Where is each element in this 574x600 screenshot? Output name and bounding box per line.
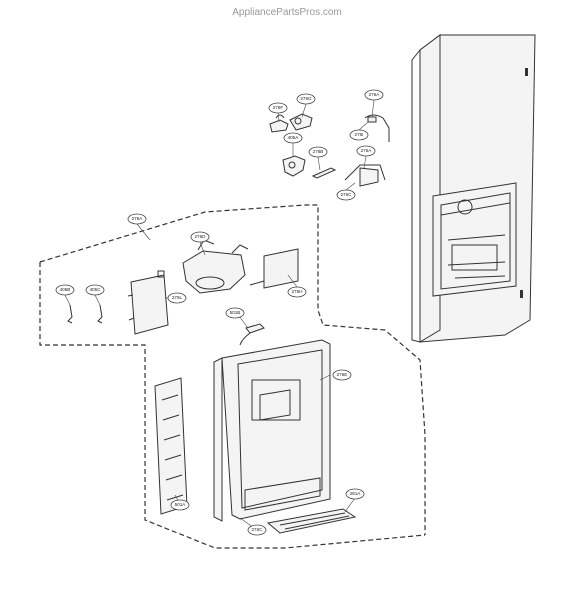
label-276G: 276G	[296, 93, 316, 105]
svg-text:501B: 501B	[230, 310, 241, 315]
part-276G	[289, 113, 313, 131]
svg-text:276F: 276F	[273, 105, 284, 110]
svg-text:276C: 276C	[252, 527, 264, 532]
label-281A: 281A	[345, 488, 365, 500]
label-501A: 501A	[170, 499, 190, 511]
part-276E-housing	[213, 339, 331, 522]
label-276C-bottom: 276C	[247, 524, 267, 536]
part-281A-drip-tray	[266, 508, 357, 534]
svg-text:276H: 276H	[292, 289, 303, 294]
svg-text:276A: 276A	[132, 216, 144, 221]
label-276L: 276L	[167, 292, 187, 304]
label-405C: 405C	[85, 284, 105, 296]
label-276C: 276C	[336, 189, 356, 201]
svg-text:276D: 276D	[195, 234, 207, 239]
svg-text:276G: 276G	[300, 96, 312, 101]
label-276B: 276B	[308, 146, 328, 158]
part-405A	[282, 155, 306, 177]
part-276D	[182, 239, 249, 294]
assembly-boundary-upper	[39, 204, 426, 535]
svg-text:405B: 405B	[60, 287, 71, 292]
part-276F	[269, 114, 289, 133]
svg-text:276I: 276I	[355, 132, 364, 137]
svg-text:281A: 281A	[350, 491, 362, 496]
label-275A: 275A	[356, 145, 376, 157]
refrigerator-door	[411, 34, 536, 343]
label-276E: 276E	[332, 369, 352, 381]
svg-text:276E: 276E	[337, 372, 348, 377]
svg-text:276L: 276L	[172, 295, 183, 300]
part-405B	[67, 304, 73, 324]
part-276I	[364, 114, 390, 142]
part-276H	[249, 248, 299, 289]
assembly-boundary-lower	[39, 262, 426, 549]
label-405B: 405B	[55, 284, 75, 296]
watermark: AppliancePartsPros.com	[232, 7, 342, 18]
svg-text:276A: 276A	[369, 92, 381, 97]
part-276L	[127, 270, 169, 335]
part-501B	[239, 323, 265, 346]
label-276I: 276I	[349, 129, 369, 141]
label-276A-top: 276A	[364, 89, 384, 101]
dispenser-recess	[432, 182, 517, 297]
leader-lines	[64, 99, 375, 531]
part-275A	[344, 164, 386, 187]
part-276B	[311, 167, 337, 179]
svg-text:501A: 501A	[175, 502, 187, 507]
label-276D: 276D	[190, 231, 210, 243]
label-276A: 276A	[127, 213, 147, 225]
svg-text:276C: 276C	[341, 192, 353, 197]
label-276F: 276F	[268, 102, 288, 114]
svg-text:276B: 276B	[313, 149, 324, 154]
label-276H: 276H	[287, 286, 307, 298]
svg-text:405A: 405A	[288, 135, 300, 140]
label-405A: 405A	[283, 132, 303, 144]
svg-text:405C: 405C	[90, 287, 102, 292]
svg-text:275A: 275A	[361, 148, 373, 153]
part-501A-control-board	[154, 377, 188, 515]
part-405C	[97, 304, 103, 324]
label-501B: 501B	[225, 307, 245, 319]
